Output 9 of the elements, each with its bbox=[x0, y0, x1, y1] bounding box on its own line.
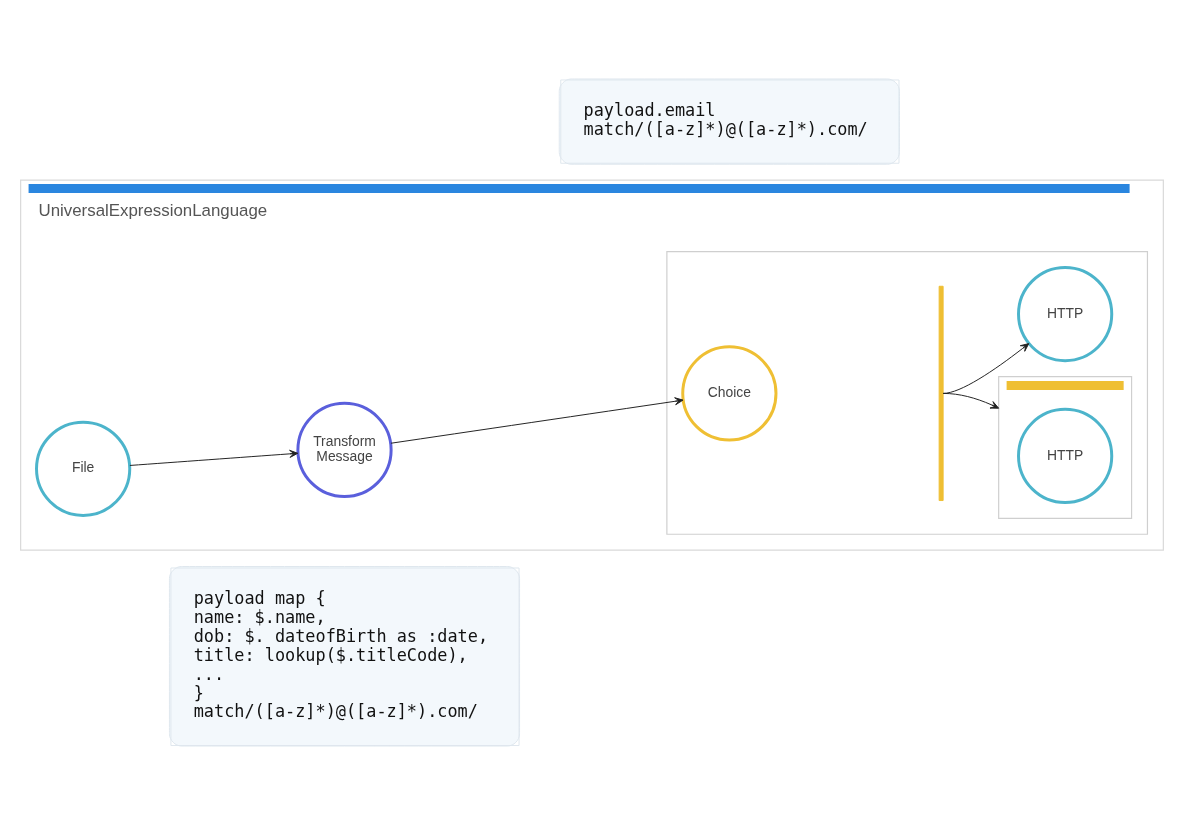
node-circle: Transform Message bbox=[296, 401, 393, 498]
arrow bbox=[390, 396, 684, 444]
node-circle: Choice bbox=[681, 344, 778, 441]
arrow bbox=[129, 449, 299, 466]
arrow bbox=[942, 342, 1030, 394]
node-circle: File bbox=[35, 420, 132, 517]
node-bar bbox=[938, 285, 944, 501]
node-circle: HTTP bbox=[1017, 407, 1114, 504]
cluster bbox=[998, 375, 1133, 519]
